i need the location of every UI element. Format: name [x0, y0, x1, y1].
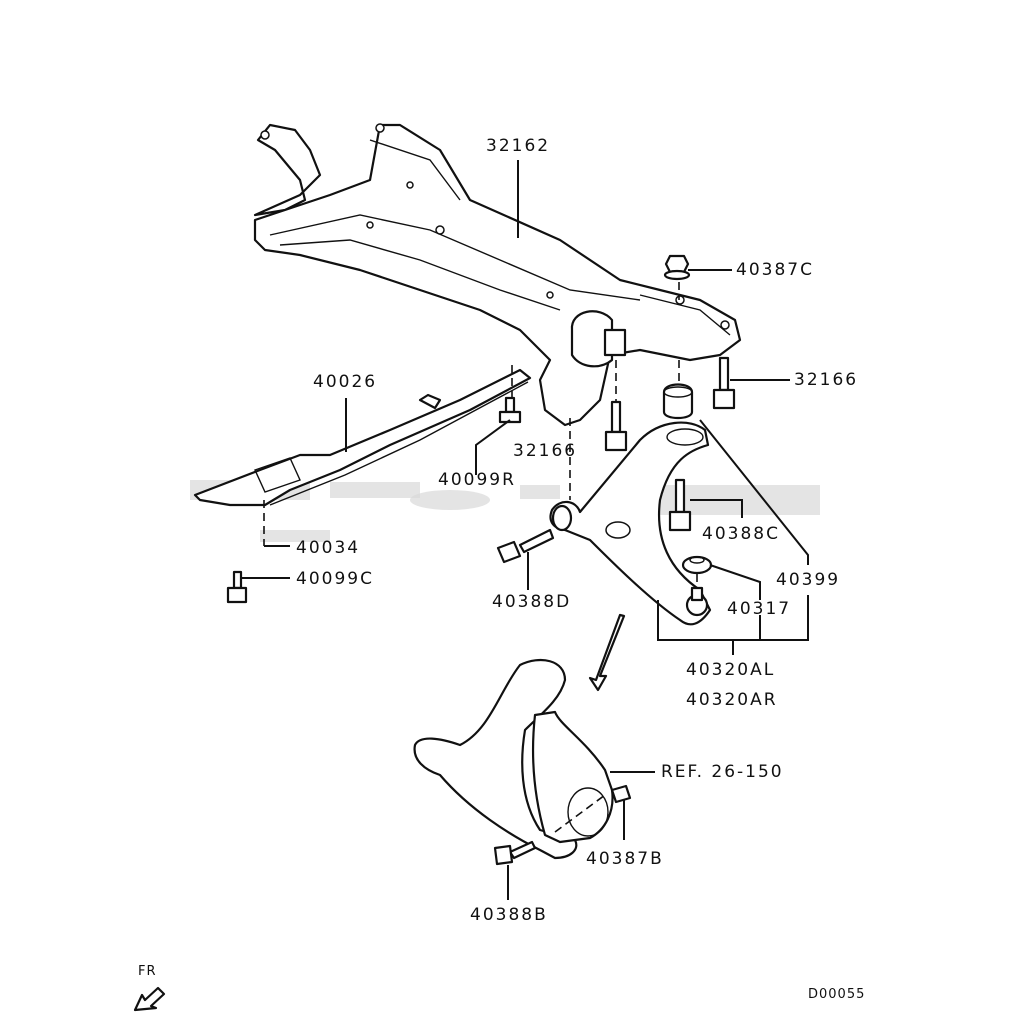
lower-arm-40320[interactable] — [549, 421, 712, 626]
front-direction-label: FR — [138, 964, 157, 979]
label-40034[interactable]: 40034 — [296, 538, 361, 558]
assembly-arrow — [588, 613, 626, 692]
bolt-32166-center[interactable] — [604, 400, 628, 452]
label-32166-center[interactable]: 32166 — [513, 441, 578, 461]
label-40388c[interactable]: 40388C — [702, 524, 780, 544]
label-40388d[interactable]: 40388D — [492, 592, 572, 612]
label-32166-right[interactable]: 32166 — [794, 370, 859, 390]
label-40399[interactable]: 40399 — [776, 570, 841, 590]
label-ref-26-150[interactable]: REF. 26-150 — [661, 762, 784, 782]
bolt-40099c[interactable] — [226, 570, 248, 604]
bolt-40388b[interactable] — [493, 840, 537, 866]
bolt-40099r[interactable] — [498, 396, 522, 424]
front-direction-arrow-icon — [133, 986, 166, 1012]
dust-cover-40317[interactable] — [681, 555, 713, 575]
nut-40387b[interactable] — [610, 784, 632, 804]
label-40387b[interactable]: 40387B — [586, 849, 664, 869]
knuckle-ref-26-150[interactable] — [413, 658, 614, 860]
label-40320al[interactable]: 40320AL — [686, 660, 776, 680]
bolt-40388d[interactable] — [496, 528, 555, 564]
label-40026[interactable]: 40026 — [313, 372, 378, 392]
bolt-32166-right[interactable] — [712, 356, 736, 410]
label-40099c[interactable]: 40099C — [296, 569, 374, 589]
label-32162[interactable]: 32162 — [486, 136, 551, 156]
label-40388b[interactable]: 40388B — [470, 905, 548, 925]
bolt-40388c[interactable] — [668, 478, 692, 532]
leader-lines — [242, 160, 809, 900]
nut-40387c[interactable] — [663, 254, 691, 281]
label-40387c[interactable]: 40387C — [736, 260, 814, 280]
bushing-40399[interactable] — [662, 383, 694, 420]
bar-40026[interactable] — [193, 368, 532, 507]
label-40099r[interactable]: 40099R — [438, 470, 516, 490]
crossmember-32162[interactable] — [253, 123, 742, 427]
diagram-code: D00055 — [808, 987, 866, 1002]
label-40320ar[interactable]: 40320AR — [686, 690, 778, 710]
label-40317[interactable]: 40317 — [727, 599, 792, 619]
